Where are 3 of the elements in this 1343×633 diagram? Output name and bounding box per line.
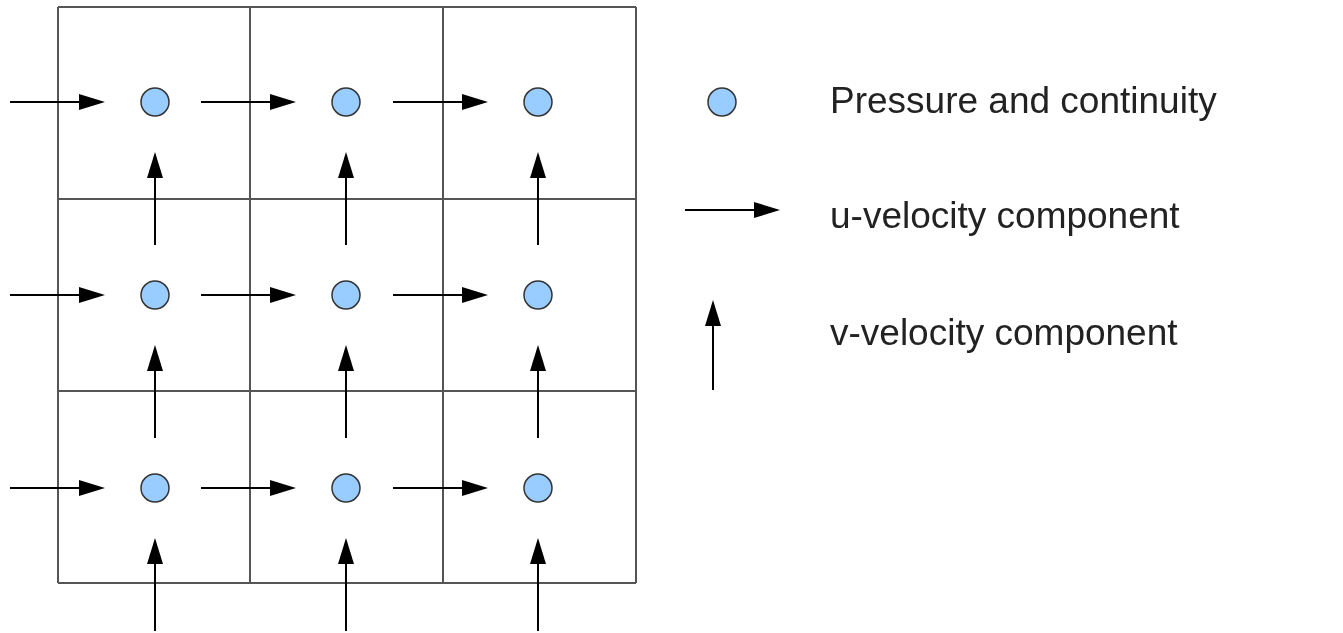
legend-label: Pressure and continuity	[830, 82, 1217, 119]
legend-label: v-velocity component	[830, 314, 1178, 351]
legend-label: u-velocity component	[830, 197, 1180, 234]
